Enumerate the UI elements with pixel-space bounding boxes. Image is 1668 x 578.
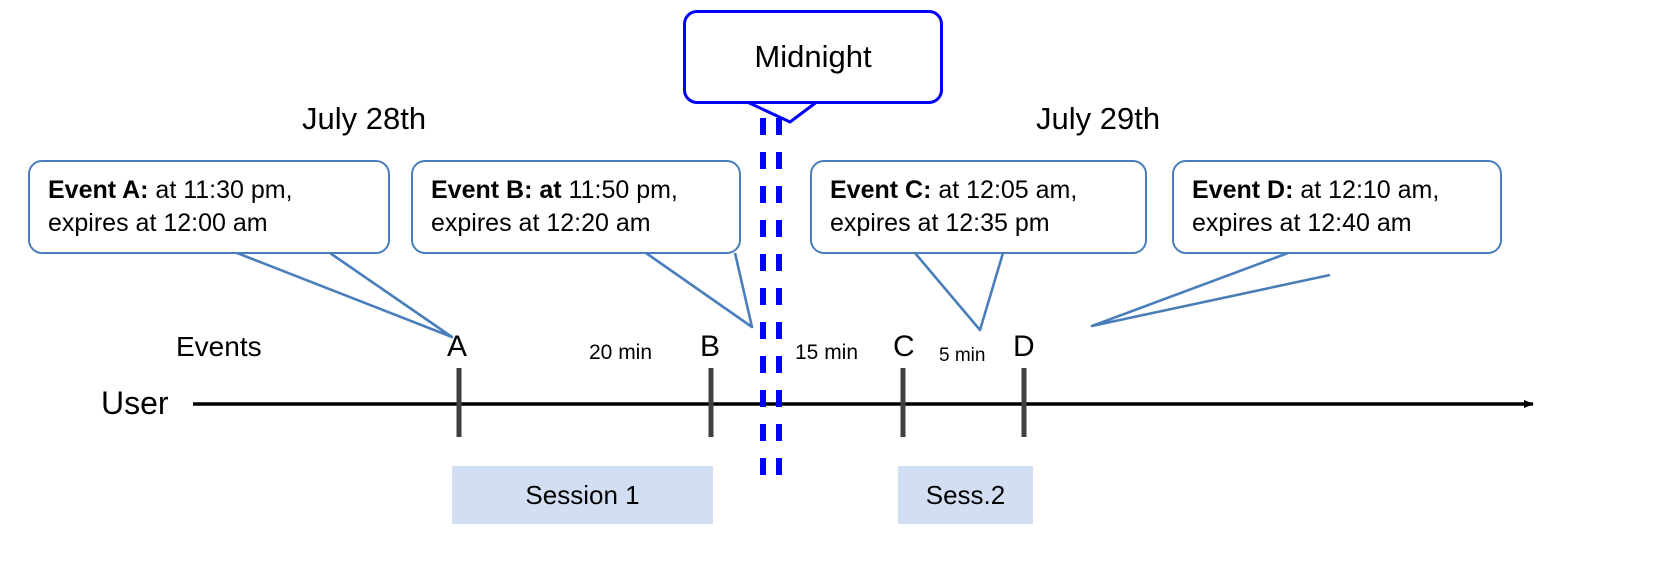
date-label-right: July 29th: [1036, 101, 1161, 136]
tick-label-b: B: [700, 330, 721, 363]
callout-event-c-rest: at 12:05 am,: [931, 176, 1078, 204]
callout-event-d-line2: expires at 12:40 am: [1192, 209, 1412, 237]
tick-label-d: D: [1013, 330, 1035, 363]
callout-event-b-line1: Event B: at 11:50 pm,: [431, 174, 725, 207]
callout-event-a-line1: Event A: at 11:30 pm,: [48, 174, 374, 207]
date-label-left: July 28th: [302, 101, 427, 136]
session-box-2: Sess.2: [898, 466, 1033, 524]
tick-label-c: C: [893, 330, 915, 363]
duration-label-b-c: 15 min: [795, 341, 859, 364]
callout-event-b: Event B: at 11:50 pm, expires at 12:20 a…: [411, 160, 741, 254]
user-row-label: User: [101, 385, 169, 421]
callout-event-a-line2: expires at 12:00 am: [48, 209, 268, 237]
callout-event-a-rest: at 11:30 pm,: [148, 176, 293, 204]
callout-tail-c: [914, 252, 1005, 332]
callout-event-b-line2: expires at 12:20 am: [431, 209, 651, 237]
callout-event-a-title: Event A:: [48, 176, 149, 204]
callout-event-d-line1: Event D: at 12:10 am,: [1192, 174, 1486, 207]
callout-tail-d: [1090, 251, 1331, 328]
midnight-callout: Midnight: [683, 10, 943, 104]
callout-event-c: Event C: at 12:05 am, expires at 12:35 p…: [810, 160, 1147, 254]
callout-event-a: Event A: at 11:30 pm, expires at 12:00 a…: [28, 160, 390, 254]
callout-event-c-line2: expires at 12:35 pm: [830, 209, 1050, 237]
callout-event-b-rest: 11:50 pm,: [561, 176, 678, 204]
callout-event-d: Event D: at 12:10 am, expires at 12:40 a…: [1172, 160, 1502, 254]
session-box-2-label: Sess.2: [925, 479, 1006, 510]
callout-tail-b: [645, 251, 754, 329]
duration-label-c-d: 5 min: [939, 345, 986, 366]
midnight-divider: [760, 118, 782, 478]
duration-label-a-b: 20 min: [589, 341, 653, 364]
session-box-1-label: Session 1: [525, 479, 640, 510]
session-box-1: Session 1: [452, 466, 713, 524]
tick-label-a: A: [447, 330, 468, 363]
midnight-callout-tail: [744, 99, 819, 124]
callout-event-c-title: Event C:: [830, 176, 932, 204]
callout-event-d-rest: at 12:10 am,: [1293, 176, 1440, 204]
callout-tail-a: [236, 251, 454, 339]
midnight-label: Midnight: [754, 39, 872, 74]
callout-event-b-title-extra: at: [532, 176, 562, 204]
events-row-label: Events: [176, 331, 262, 362]
callout-event-d-title: Event D:: [1192, 176, 1294, 204]
callout-event-c-line1: Event C: at 12:05 am,: [830, 174, 1131, 207]
callout-event-b-title: Event B:: [431, 176, 533, 204]
